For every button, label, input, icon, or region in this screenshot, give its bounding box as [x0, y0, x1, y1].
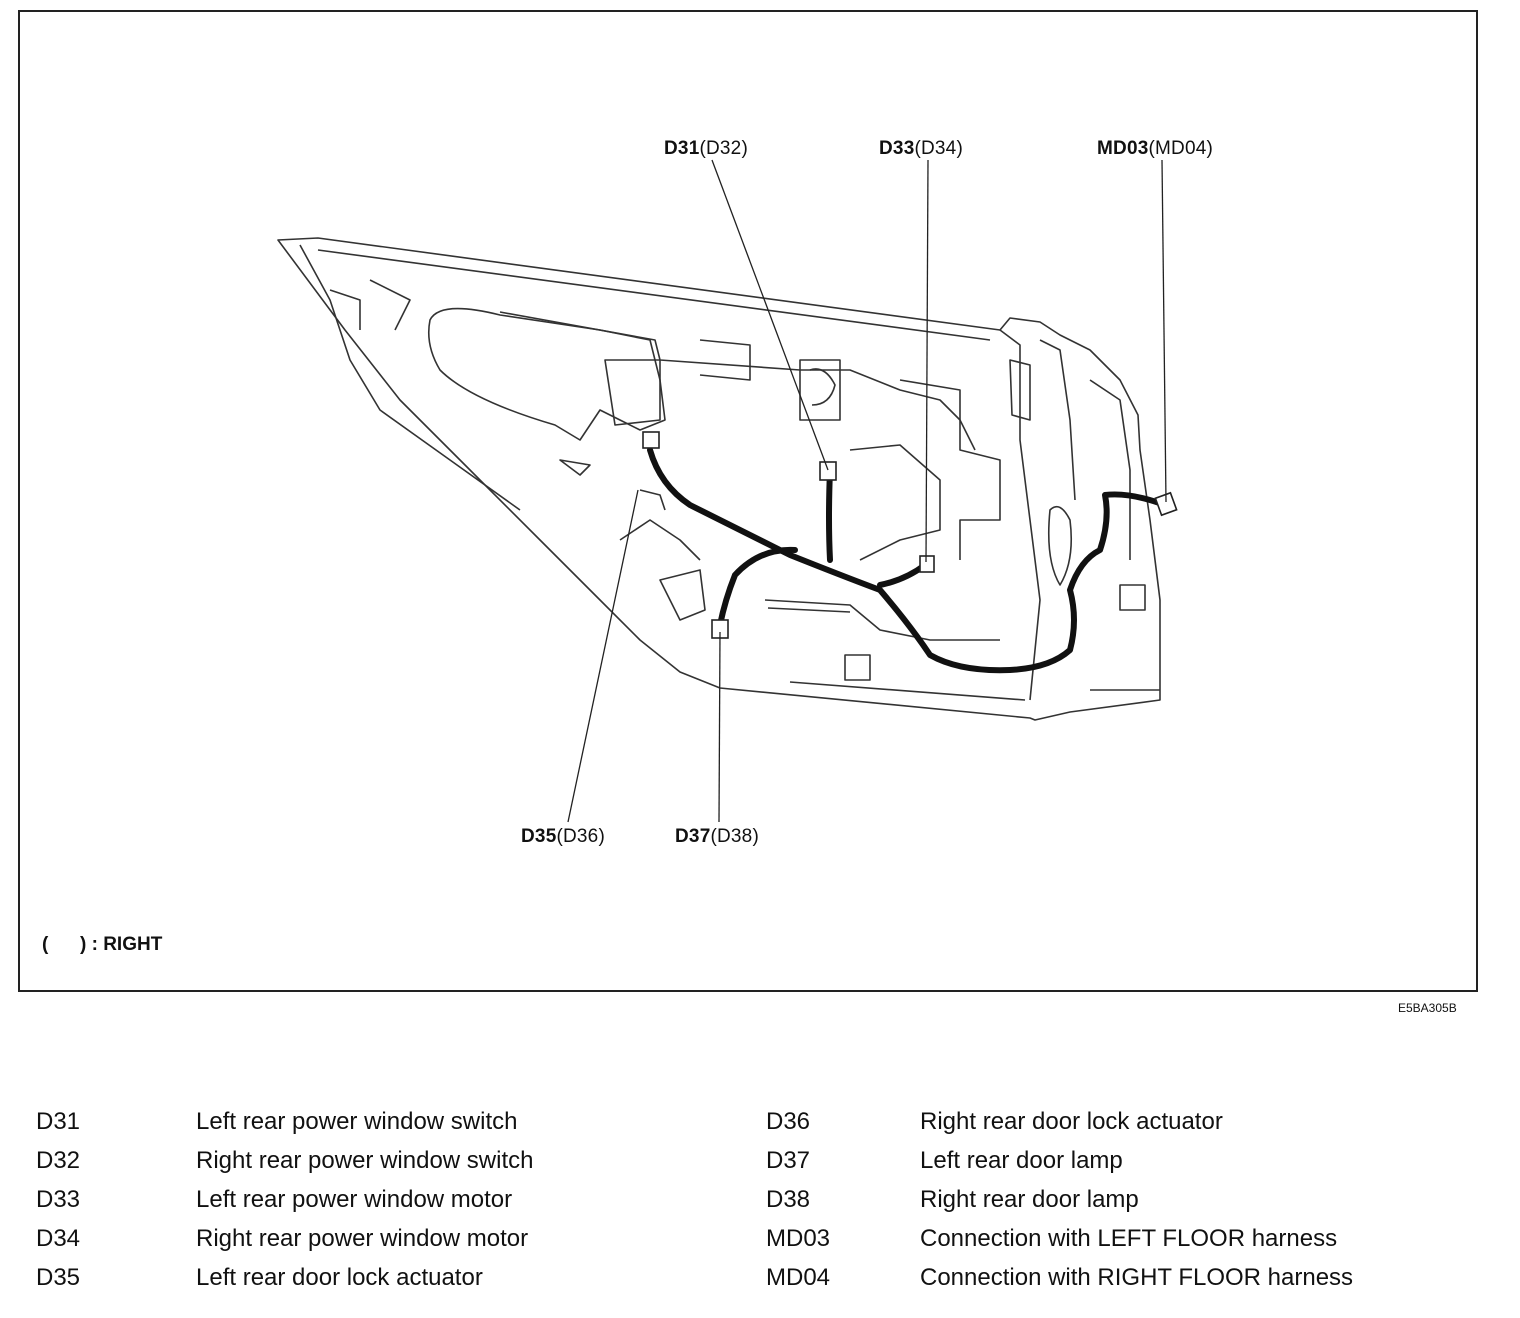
- callout-d37: D37(D38): [675, 826, 759, 847]
- harness-branch-switch: [826, 467, 833, 563]
- leader-d33: [925, 159, 929, 563]
- figure-id: E5BA305B: [1398, 1001, 1457, 1015]
- callout-d33: D33(D34): [879, 138, 963, 159]
- harness-branch-lamp: [717, 546, 798, 628]
- leader-md03: [1161, 159, 1167, 503]
- diagram-frame: [18, 10, 1478, 992]
- harness-branch-motor: [877, 562, 928, 588]
- right-note: ( ) : RIGHT: [42, 934, 163, 955]
- inner-cutout: [427, 307, 666, 441]
- leader-d31: [711, 159, 829, 471]
- leader-d35: [567, 489, 639, 823]
- leader-d37: [718, 631, 721, 823]
- connector-md03: [1154, 491, 1178, 517]
- top-rim: [299, 244, 991, 511]
- callout-d31: D31(D32): [664, 138, 748, 159]
- connector-d33: [919, 555, 935, 573]
- connector-d35: [642, 431, 660, 449]
- connector-d31: [819, 461, 837, 481]
- callout-d35: D35(D36): [521, 826, 605, 847]
- harness-main: [647, 447, 1168, 674]
- door-panel-outline: [277, 237, 1161, 721]
- callout-md03: MD03(MD04): [1097, 138, 1214, 159]
